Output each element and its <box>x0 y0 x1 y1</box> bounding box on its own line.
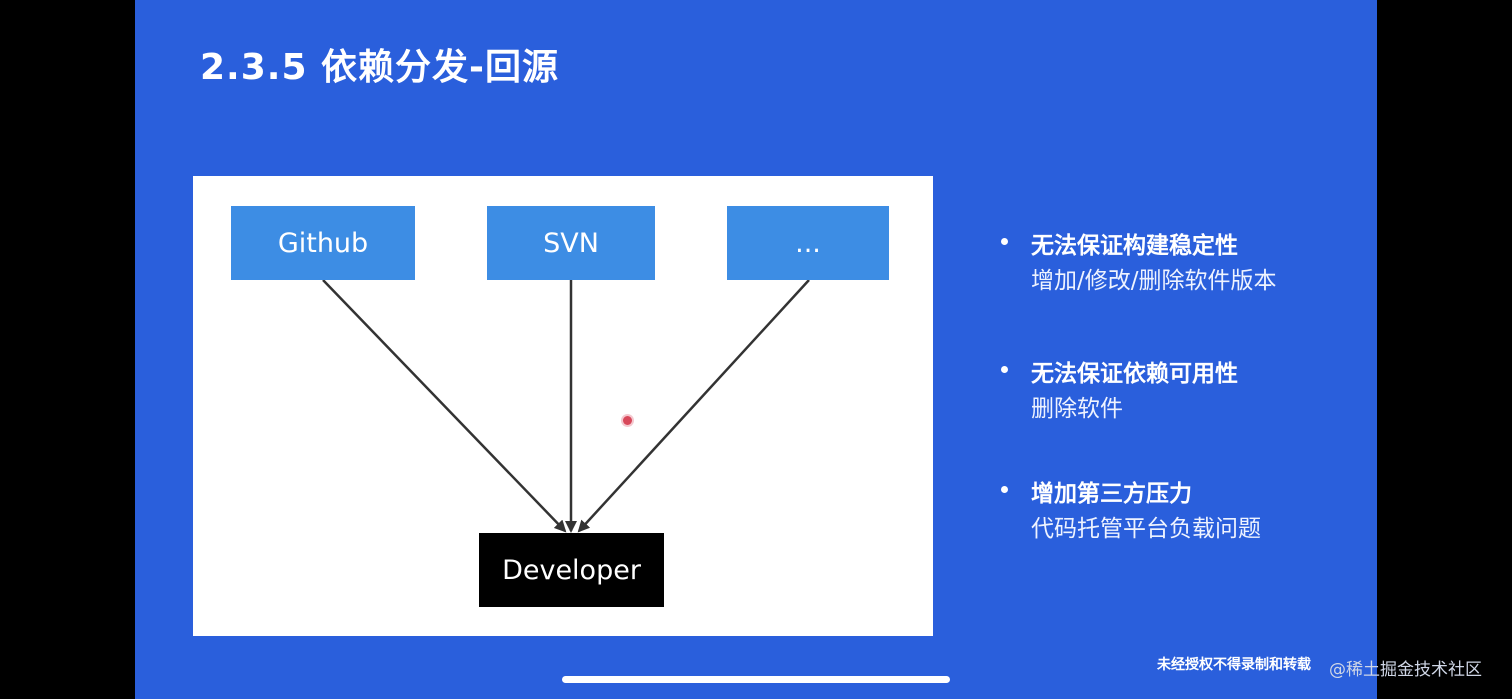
bullet-dot-icon <box>1001 238 1008 245</box>
node-developer: Developer <box>479 533 664 607</box>
bullet-item: 无法保证构建稳定性 增加/修改/删除软件版本 <box>1001 228 1361 298</box>
slide-title: 2.3.5 依赖分发-回源 <box>200 47 559 88</box>
slide: 2.3.5 依赖分发-回源 Github SVN ... Developer 无… <box>135 0 1377 699</box>
bullet-desc: 代码托管平台负载问题 <box>1031 516 1261 542</box>
bullet-title: 无法保证依赖可用性 <box>1031 361 1238 387</box>
bullet-dot-icon <box>1001 486 1008 493</box>
node-svn: SVN <box>487 206 655 280</box>
diagram-panel: Github SVN ... Developer <box>193 176 933 636</box>
laser-pointer-icon <box>623 416 632 425</box>
bullet-item: 无法保证依赖可用性 删除软件 <box>1001 356 1361 426</box>
bullet-list: 无法保证构建稳定性 增加/修改/删除软件版本 无法保证依赖可用性 删除软件 增加… <box>1001 228 1361 546</box>
node-more: ... <box>727 206 889 280</box>
copyright-notice: 未经授权不得录制和转载 <box>1157 657 1311 673</box>
bullet-title: 无法保证构建稳定性 <box>1031 233 1238 259</box>
watermark: @稀土掘金技术社区 <box>1329 660 1482 680</box>
diagram-arrows <box>322 279 810 533</box>
bullet-title: 增加第三方压力 <box>1031 481 1192 507</box>
bullet-dot-icon <box>1001 366 1008 373</box>
bullet-item: 增加第三方压力 代码托管平台负载问题 <box>1001 476 1361 546</box>
node-github: Github <box>231 206 415 280</box>
bullet-desc: 删除软件 <box>1031 396 1123 422</box>
arrow-more-to-developer <box>577 279 810 533</box>
bullet-desc: 增加/修改/删除软件版本 <box>1031 268 1277 294</box>
home-indicator[interactable] <box>562 676 950 683</box>
arrow-github-to-developer <box>322 279 567 533</box>
